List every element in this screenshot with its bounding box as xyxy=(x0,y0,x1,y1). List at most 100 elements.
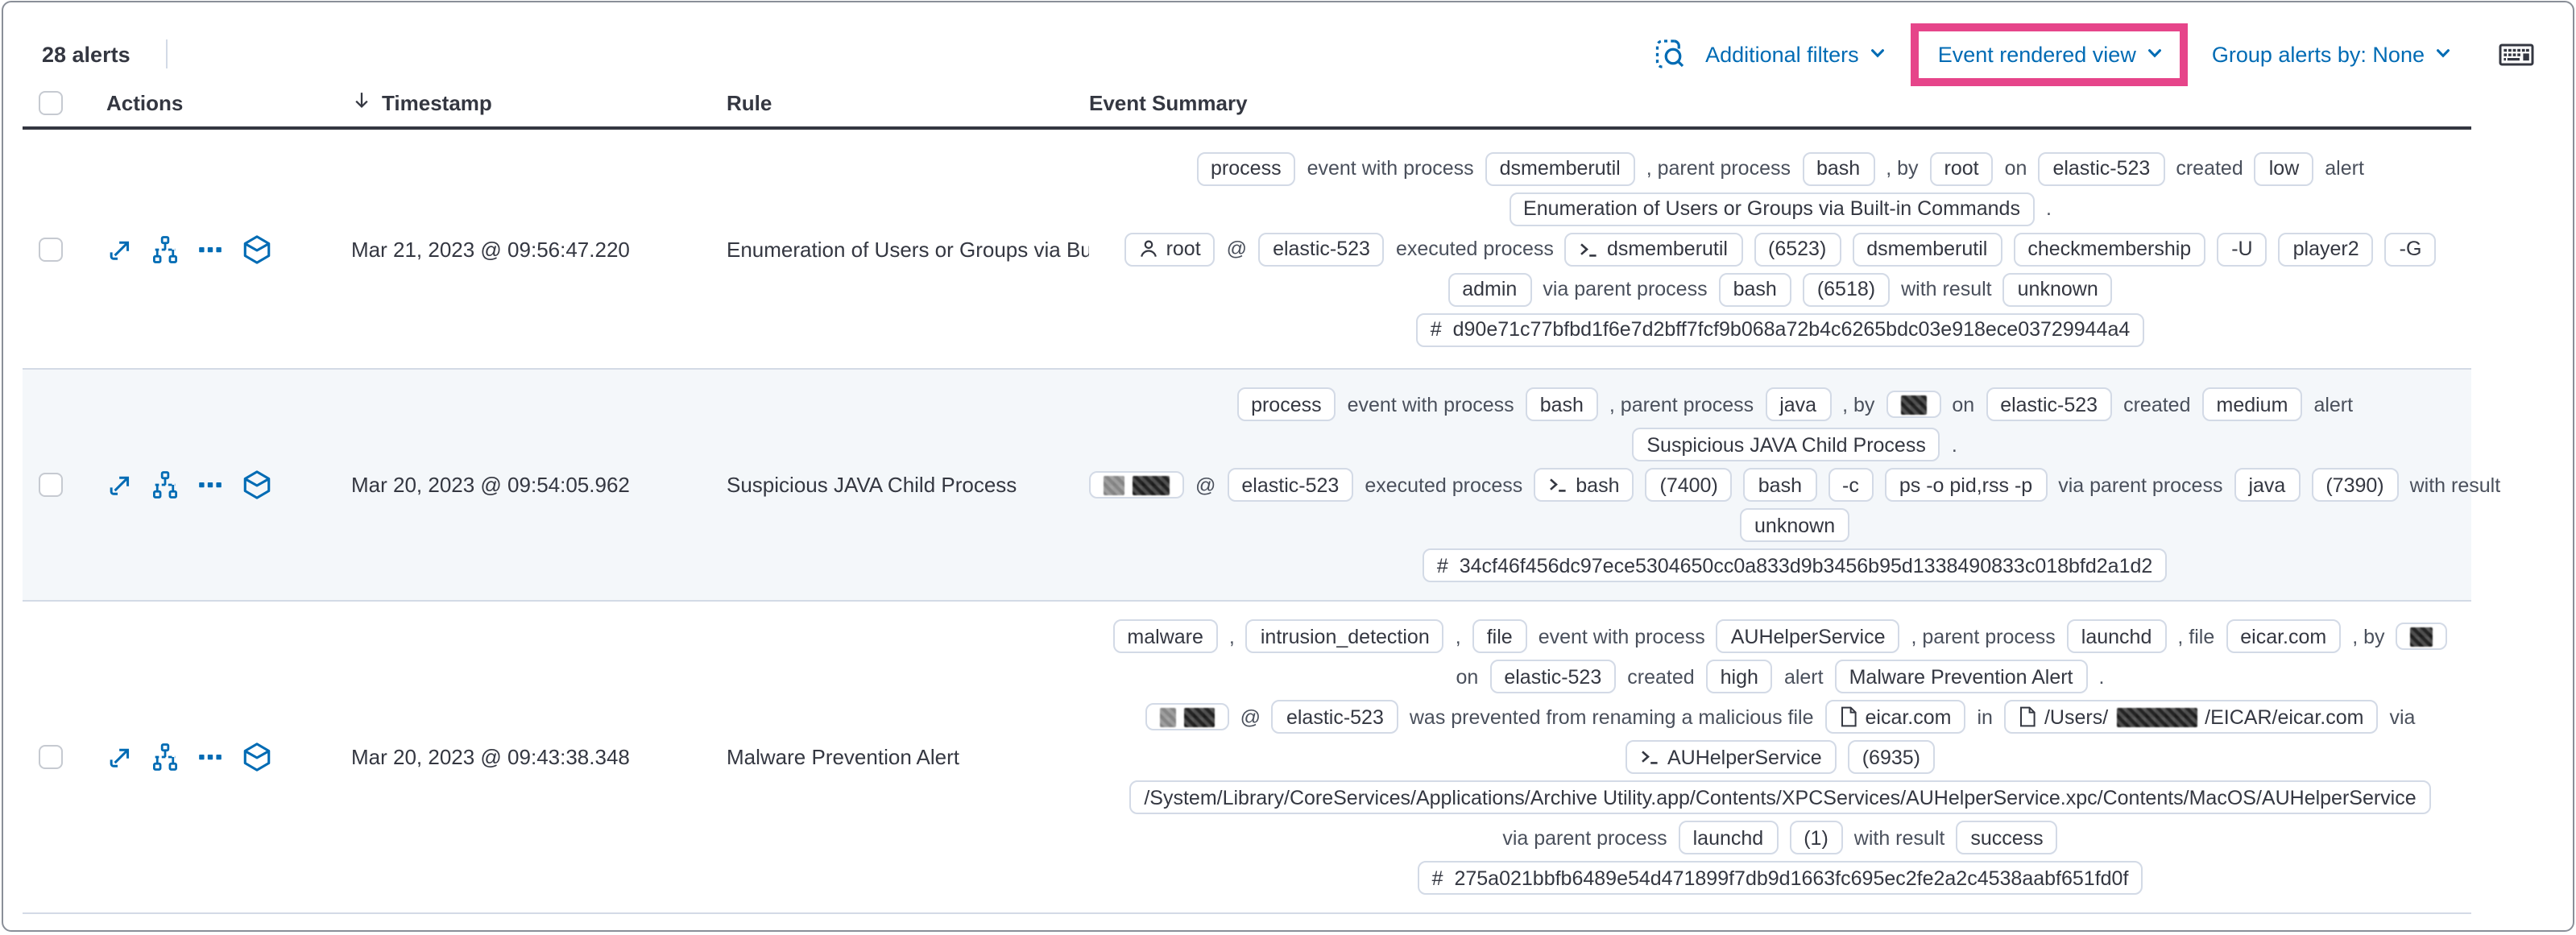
field-badge[interactable]: AUHelperService xyxy=(1716,619,1900,653)
summary-text: , parent process xyxy=(1609,393,1754,416)
field-badge[interactable]: launchd xyxy=(2066,619,2167,653)
file-path-badge[interactable]: /Users//EICAR/eicar.com xyxy=(2003,700,2379,734)
investigate-in-timeline-icon[interactable] xyxy=(242,742,272,772)
field-badge[interactable]: -c xyxy=(1828,468,1874,502)
more-actions-icon[interactable] xyxy=(197,235,224,263)
additional-filters-button[interactable]: Additional filters xyxy=(1705,42,1886,66)
field-badge[interactable]: bash xyxy=(1718,272,1791,306)
field-badge[interactable]: ps -o pid,rss -p xyxy=(1884,468,2048,502)
process-badge[interactable]: AUHelperService xyxy=(1625,740,1837,774)
redacted-badge[interactable] xyxy=(1145,703,1229,730)
field-badge[interactable]: success xyxy=(1956,821,2058,854)
alert-count: 28 alerts xyxy=(42,42,130,66)
field-badge[interactable]: player2 xyxy=(2278,232,2374,266)
field-badge[interactable]: java xyxy=(1765,387,1832,421)
rule-cell: Malware Prevention Alert xyxy=(727,745,960,769)
field-badge[interactable]: Malware Prevention Alert xyxy=(1834,660,2088,693)
field-badge[interactable]: intrusion_detection xyxy=(1245,619,1444,653)
row-checkbox[interactable] xyxy=(39,745,63,769)
field-badge[interactable]: (6518) xyxy=(1802,272,1891,306)
field-badge[interactable]: -U xyxy=(2217,232,2267,266)
investigate-in-timeline-icon[interactable] xyxy=(242,470,272,500)
field-badge[interactable]: checkmembership xyxy=(2013,232,2206,266)
summary-text: . xyxy=(2045,197,2052,220)
row-checkbox[interactable] xyxy=(39,237,63,261)
more-actions-icon[interactable] xyxy=(197,471,224,499)
hash-badge[interactable]: #275a021bbfb6489e54d471899f7db9d1663fc69… xyxy=(1417,861,2143,895)
select-all-checkbox[interactable] xyxy=(39,90,63,114)
keyboard-shortcuts-icon[interactable] xyxy=(2499,40,2534,68)
field-badge[interactable]: root xyxy=(1929,151,1994,185)
inspect-icon[interactable] xyxy=(1652,38,1684,70)
field-badge[interactable]: unknown xyxy=(1740,508,1850,542)
redacted-badge[interactable] xyxy=(1886,391,1941,418)
field-badge[interactable]: Suspicious JAVA Child Process xyxy=(1632,428,1940,461)
timestamp-cell: Mar 20, 2023 @ 09:43:38.348 xyxy=(351,745,630,769)
chevron-down-icon xyxy=(1869,42,1886,66)
field-badge[interactable]: elastic-523 xyxy=(1489,660,1617,693)
field-badge[interactable]: elastic-523 xyxy=(1227,468,1354,502)
field-badge[interactable]: java xyxy=(2234,468,2301,502)
investigate-in-timeline-icon[interactable] xyxy=(242,234,272,264)
summary-text: , by xyxy=(1842,393,1875,416)
field-badge[interactable]: process xyxy=(1196,151,1296,185)
field-badge[interactable]: dsmemberutil xyxy=(1852,232,2002,266)
field-badge[interactable]: process xyxy=(1236,387,1336,421)
field-badge[interactable]: file xyxy=(1472,619,1527,653)
field-badge[interactable]: launchd xyxy=(1678,821,1779,854)
field-badge[interactable]: (1) xyxy=(1789,821,1843,854)
process-badge[interactable]: dsmemberutil xyxy=(1564,232,1742,266)
analyzer-icon[interactable] xyxy=(151,235,179,263)
field-badge[interactable]: bash xyxy=(1802,151,1875,185)
expand-alert-icon[interactable] xyxy=(106,235,134,263)
process-badge[interactable]: bash xyxy=(1534,468,1634,502)
field-badge[interactable]: -G xyxy=(2384,232,2437,266)
field-badge[interactable]: unknown xyxy=(2002,272,2113,306)
field-badge[interactable]: low xyxy=(2254,151,2314,185)
user-badge[interactable]: root xyxy=(1124,232,1216,266)
table-row: Mar 20, 2023 @ 09:54:05.962 Suspicious JA… xyxy=(23,370,2500,602)
field-badge[interactable]: (7390) xyxy=(2311,468,2399,502)
analyzer-icon[interactable] xyxy=(151,471,179,499)
summary-line: AUHelperService (6935) xyxy=(1625,740,1935,774)
field-badge[interactable]: bash xyxy=(1743,468,1816,502)
field-badge[interactable]: elastic-523 xyxy=(1986,387,2113,421)
file-badge[interactable]: eicar.com xyxy=(1824,700,1966,734)
redacted-badge[interactable] xyxy=(1089,471,1184,499)
column-header-event-summary[interactable]: Event Summary xyxy=(1089,90,1248,114)
hash-badge[interactable]: #34cf46f456dc97ece5304650cc0a833d9b3456b… xyxy=(1422,548,2168,582)
field-badge[interactable]: (7400) xyxy=(1645,468,1733,502)
hash-badge[interactable]: #d90e71c77bfbd1f6e7d2bff7fcf9b068a72b4c6… xyxy=(1415,312,2145,346)
field-badge[interactable]: eicar.com xyxy=(2226,619,2342,653)
field-badge[interactable]: (6523) xyxy=(1754,232,1841,266)
row-checkbox[interactable] xyxy=(39,473,63,497)
group-alerts-by-button[interactable]: Group alerts by: None xyxy=(2212,42,2452,66)
timestamp-cell: Mar 20, 2023 @ 09:54:05.962 xyxy=(351,473,630,497)
field-badge[interactable]: (6935) xyxy=(1847,740,1935,774)
field-badge[interactable]: malware xyxy=(1112,619,1218,653)
field-badge[interactable]: medium xyxy=(2201,387,2303,421)
column-header-rule[interactable]: Rule xyxy=(727,90,772,114)
expand-alert-icon[interactable] xyxy=(106,743,134,771)
field-badge[interactable]: high xyxy=(1705,660,1773,693)
expand-alert-icon[interactable] xyxy=(106,471,134,499)
view-selector-button[interactable]: Event rendered view xyxy=(1938,42,2164,66)
field-badge[interactable]: Enumeration of Users or Groups via Built… xyxy=(1509,192,2035,225)
analyzer-icon[interactable] xyxy=(151,743,179,771)
field-badge[interactable]: elastic-523 xyxy=(1258,232,1385,266)
field-badge[interactable]: admin xyxy=(1447,272,1532,306)
field-badge[interactable]: bash xyxy=(1525,387,1598,421)
field-badge[interactable]: dsmemberutil xyxy=(1485,151,1635,185)
more-actions-icon[interactable] xyxy=(197,743,224,771)
summary-text: executed process xyxy=(1365,474,1523,496)
column-header-timestamp[interactable]: Timestamp xyxy=(351,89,727,115)
summary-text: via parent process xyxy=(1502,826,1667,849)
field-badge[interactable]: elastic-523 xyxy=(2038,151,2165,185)
redacted-badge[interactable] xyxy=(2396,623,2448,650)
summary-text: via xyxy=(2389,705,2416,728)
field-badge[interactable]: /System/Library/CoreServices/Application… xyxy=(1129,780,2431,814)
field-badge[interactable]: elastic-523 xyxy=(1271,700,1398,734)
row-actions-cell xyxy=(106,602,351,912)
